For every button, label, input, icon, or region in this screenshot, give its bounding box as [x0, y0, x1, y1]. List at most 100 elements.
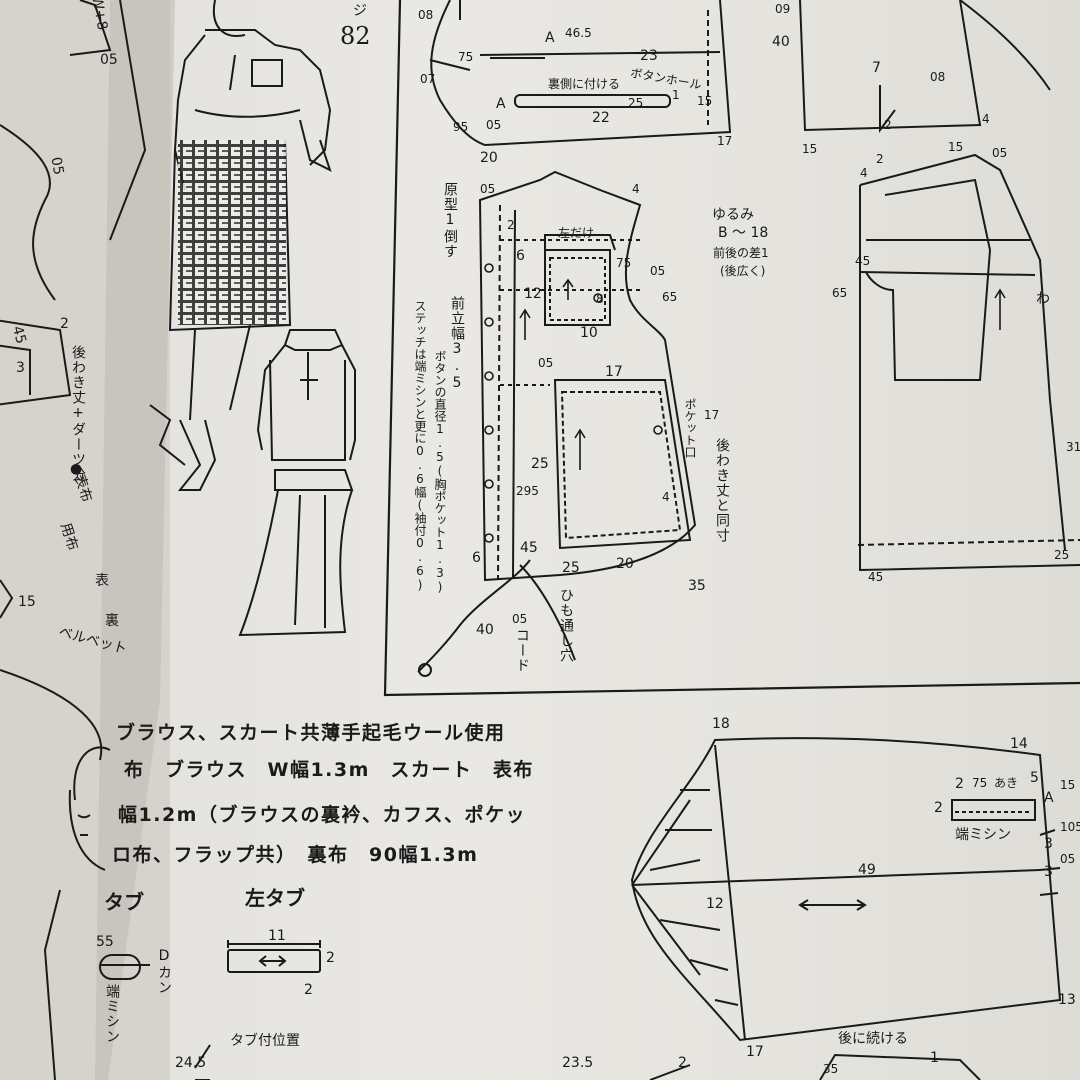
rs-15: 15: [802, 142, 818, 156]
rs-2: 2: [884, 118, 892, 132]
tab-2a: 2: [326, 950, 335, 966]
fragment-05b: 05: [47, 155, 67, 177]
rs-4a: 4: [982, 112, 990, 126]
rs-65: 65: [832, 286, 848, 300]
tab-edge-stitch: 端ミシン: [104, 984, 120, 1044]
fb-40: 40: [476, 622, 494, 638]
fb-4b: 4: [662, 490, 670, 504]
label-cord-hole: ひも通し穴: [558, 588, 574, 663]
bb-22: 22: [592, 110, 610, 126]
rs-25: 25: [1054, 548, 1070, 562]
materials-line2: 布 ブラウス W幅1.3m スカート 表布: [124, 759, 534, 781]
fb-6b: 6: [472, 550, 481, 566]
fb-05b: 05: [650, 264, 666, 278]
label-opening: あき: [994, 776, 1019, 790]
sl-35: 35: [823, 1062, 839, 1076]
vertical-front-placket: 前立幅3.5: [449, 296, 465, 392]
fb-17b: 17: [704, 408, 720, 422]
rs-08: 08: [930, 70, 946, 84]
tab-2c: 2: [678, 1055, 687, 1071]
rs-05: 05: [992, 146, 1008, 160]
sl-1: 1: [930, 1050, 939, 1066]
bb-15: 15: [697, 94, 713, 108]
page-number: 82: [340, 22, 371, 50]
rs-45: 45: [855, 254, 871, 268]
bb-23: 23: [640, 48, 658, 64]
ease-line1: ゆるみ: [712, 207, 754, 223]
fb-25b: 25: [562, 560, 580, 576]
gutter-shadow: [95, 0, 175, 1080]
fb-05a: 05: [480, 182, 496, 196]
bb-25: 25: [628, 96, 644, 110]
fb-6a: 6: [516, 248, 525, 264]
tab-d-ring: Dカン: [156, 948, 172, 995]
tab-drawings: [99, 940, 691, 1080]
note-back: 裏: [105, 613, 119, 629]
rs-7: 7: [872, 60, 881, 76]
fb-65: 65: [662, 290, 678, 304]
rs-2b: 2: [876, 152, 884, 166]
ease-line2: B ～ 18: [718, 225, 769, 241]
left-tab-heading: 左タブ: [245, 886, 305, 910]
label-side-same: 後わき丈と同寸: [714, 438, 730, 543]
fragment-15: 15: [18, 594, 36, 610]
bb-08: 08: [418, 8, 434, 22]
tab-2b: 2: [304, 982, 313, 998]
sl-2a: 2: [955, 776, 964, 792]
fb-17a: 17: [605, 364, 623, 380]
sl-05: 05: [1060, 852, 1076, 866]
ease-line3: 前後の差1: [713, 246, 769, 260]
fb-295: 295: [516, 484, 539, 498]
sl-3a: 3: [1044, 836, 1053, 852]
rs-09: 09: [775, 2, 791, 16]
bb-75: 75: [458, 50, 474, 64]
sl-5: 5: [1030, 770, 1039, 786]
fragment-3: 3: [16, 360, 25, 376]
sl-17: 17: [746, 1044, 764, 1060]
bb-point-a: A: [545, 30, 555, 46]
rs-4b: 4: [860, 166, 868, 180]
sl-3b: 3: [1044, 864, 1053, 880]
label-pocket-mouth: ポケット口: [683, 398, 697, 458]
tab-position: タブ付位置: [230, 1033, 300, 1049]
fb-8: 8: [596, 292, 604, 306]
bb-point-a2: A: [496, 96, 506, 112]
cover-illustration: [43, 746, 111, 1080]
materials-line4: ロ布、フラップ共） 裏布 90幅1.3m: [112, 844, 479, 866]
fb-05c: 05: [538, 356, 554, 370]
back-bodice-piece: [429, 0, 732, 146]
sl-14: 14: [1010, 736, 1028, 752]
vertical-stitch-note: ステッチは端ミシンと更に0.6幅(袖付0.6): [413, 300, 427, 592]
rs-31: 31: [1066, 440, 1080, 454]
tab-11: 11: [268, 928, 286, 944]
front-buttons: [484, 263, 663, 543]
vertical-side-length: 後わき丈+ダーツ分: [70, 345, 86, 482]
grain-arrows: [519, 278, 1006, 470]
sl-13: 13: [1058, 992, 1076, 1008]
fashion-illustration: [149, 0, 332, 491]
rs-wa: わ: [1036, 291, 1050, 307]
note-surface: 表: [95, 573, 109, 589]
sl-75: 75: [972, 776, 988, 790]
fb-10: 10: [580, 325, 598, 341]
bb-07: 07: [420, 72, 436, 86]
fb-35: 35: [688, 578, 706, 594]
right-bodice-piece: [799, 0, 1080, 572]
sl-49: 49: [858, 862, 876, 878]
fb-25a: 25: [531, 456, 549, 472]
rs-40: 40: [772, 34, 790, 50]
rs-45b: 45: [868, 570, 884, 584]
sl-point-a: A: [1044, 790, 1054, 806]
fb-4: 4: [632, 182, 640, 196]
tab-55: 55: [96, 934, 114, 950]
bb-465: 46.5: [565, 26, 592, 40]
label-edge-stitch: 端ミシン: [955, 827, 1011, 843]
fragment-2: 2: [60, 316, 69, 332]
sl-18: 18: [712, 716, 730, 732]
fb-05d: 05: [512, 612, 528, 626]
rs-15b: 15: [948, 140, 964, 154]
fragment-05a: 05: [100, 52, 118, 68]
bb-1: 1: [672, 88, 680, 102]
ease-line4: (後広く): [720, 264, 766, 278]
